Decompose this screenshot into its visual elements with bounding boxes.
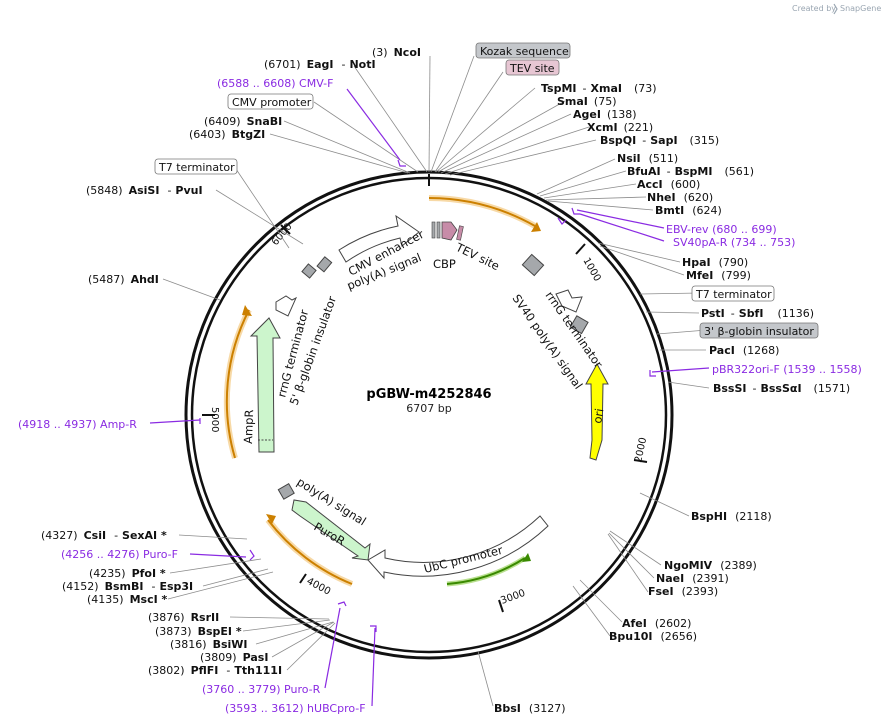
site-bsphi: BspHI(2118)	[691, 510, 772, 523]
site-pasi: (3809)PasI	[200, 651, 268, 664]
site-fsei: FseI(2393)	[648, 585, 718, 598]
site-asisi-pvui: (5848)AsiSI-PvuI	[86, 184, 203, 197]
site-ncoi: (3)NcoI	[372, 46, 421, 59]
site-ahdi: (5487)AhdI	[88, 273, 159, 286]
credit-brand: SnapGene	[840, 4, 881, 13]
ampr-arrow	[249, 317, 281, 453]
site-bmti: BmtI(624)	[655, 204, 722, 217]
primer-puro-f: (4256 .. 4276) Puro-F	[61, 548, 178, 561]
plasmid-size: 6707 bp	[406, 402, 451, 415]
plasmid-name: pGBW-m4252846	[366, 387, 491, 402]
site-psti-sbfi: PstI-SbfI(1136)	[701, 307, 814, 320]
primer-hubcpro-f: (3593 .. 3612) hUBCpro-F	[225, 702, 366, 715]
site-btgzi: (6403)BtgZI	[189, 128, 265, 141]
svg-text:Kozak sequence: Kozak sequence	[480, 45, 569, 58]
site-paci: PacI(1268)	[709, 344, 779, 357]
polya-left-box	[277, 482, 295, 500]
boxed-label-t7-left: T7 terminator	[154, 158, 238, 175]
tick-marks	[202, 174, 648, 613]
cbp-arrow	[441, 221, 458, 241]
site-acci: AccI(600)	[637, 178, 700, 191]
site-bfuai-bspmi: BfuAI-BspMI(561)	[627, 165, 754, 178]
site-mfei: MfeI(799)	[686, 269, 751, 282]
tick-label-2000: 2000	[633, 436, 649, 463]
ori-arrow	[585, 362, 609, 461]
kozak-bar-2	[436, 221, 441, 239]
primer-puro-r: (3760 .. 3779) Puro-R	[202, 683, 321, 696]
site-bsssi: BssSI-BssSαI(1571)	[713, 382, 850, 395]
site-xcmi: XcmI(221)	[587, 121, 653, 134]
feature-tev-site: TEV site	[453, 240, 502, 273]
tev-site-box	[456, 225, 464, 241]
leader-lines	[162, 55, 710, 707]
tick-label-1000: 1000	[580, 256, 602, 284]
site-nsii: NsiI(511)	[617, 152, 678, 165]
tick-4000	[299, 573, 307, 584]
tick-label-5000: 5000	[209, 407, 220, 432]
site-tspmi-xmai: TspMI-XmaI(73)	[541, 82, 657, 95]
feature-cbp: CBP	[433, 257, 456, 271]
site-msci: (4135)MscI *	[87, 593, 168, 606]
site-snabi: (6409)SnaBI	[204, 115, 282, 128]
site-agei: AgeI(138)	[573, 108, 637, 121]
primer-sv40pa-r: SV40pA-R (734 .. 753)	[673, 236, 795, 249]
primer-cmv-f: (6588 .. 6608) CMV-F	[217, 77, 333, 90]
feature-ampr: AmpR	[241, 409, 256, 444]
orf-arc-top-head	[531, 222, 541, 232]
svg-text:T7 terminator: T7 terminator	[695, 288, 772, 301]
primer-amp-r: (4918 .. 4937) Amp-R	[18, 418, 137, 431]
boxed-label-kozak: Kozak sequence	[475, 42, 571, 59]
kozak-bar-1	[431, 221, 436, 239]
primer-ebv-rev: EBV-rev (680 .. 699)	[666, 223, 777, 236]
svg-text:T7 terminator: T7 terminator	[158, 161, 235, 174]
site-pfoi: (4235)PfoI *	[89, 567, 166, 580]
boxed-label-t7-right: T7 terminator	[691, 285, 775, 302]
site-bsmbi-esp3i: (4152)BsmBI-Esp3I	[62, 580, 193, 593]
beta-globin-right-box	[569, 315, 589, 335]
cmv-enhancer-arrow	[338, 214, 420, 263]
svg-text:3' β-globin insulator: 3' β-globin insulator	[704, 325, 814, 338]
site-ngomiv: NgoMIV(2389)	[664, 559, 757, 572]
boxed-label-beta-globin: 3' β-globin insulator	[699, 322, 819, 339]
site-csii-sexai: (4327)CsiI-SexAI *	[41, 529, 167, 542]
tick-3000	[498, 599, 504, 613]
boxed-label-tev: TEV site	[505, 59, 560, 76]
site-afei: AfeI(2602)	[622, 617, 691, 630]
rrng-left-arrow	[275, 295, 298, 317]
polya-signal-top-box	[301, 263, 317, 279]
svg-text:CMV promoter: CMV promoter	[232, 96, 312, 109]
tick-label-4000: 4000	[305, 576, 333, 598]
svg-text:TEV site: TEV site	[509, 62, 555, 75]
site-bpu10i: Bpu10I(2656)	[609, 630, 697, 643]
site-hpai: HpaI(790)	[682, 256, 748, 269]
tick-2000	[633, 459, 648, 463]
site-eagi-noti: (6701)EagI-NotI	[264, 58, 376, 71]
site-bspei: (3873)BspEI *	[155, 625, 242, 638]
tick-6000	[280, 224, 291, 235]
site-bsiwi: (3816)BsiWI	[170, 638, 248, 651]
credit-prefix: Created by	[792, 4, 836, 13]
site-bspqi-sapi: BspQI-SapI(315)	[600, 134, 719, 147]
tick-label-3000: 3000	[499, 588, 527, 607]
rrng-right-arrow	[555, 289, 583, 313]
feature-ori: ori	[590, 407, 606, 424]
site-rsrii: (3876)RsrII	[148, 611, 219, 624]
ubc-promoter-arrow	[367, 515, 549, 580]
puror-arrow	[291, 499, 371, 561]
site-smai: SmaI(75)	[557, 95, 617, 108]
tick-1000	[575, 243, 586, 255]
sv40-polya-box	[521, 253, 545, 277]
primer-pbr322ori-f: pBR322ori-F (1539 .. 1558)	[712, 363, 862, 376]
site-bbsi: BbsI(3127)	[494, 702, 565, 715]
cmv-small-box	[316, 256, 333, 273]
boxed-label-cmv-promoter: CMV promoter	[227, 93, 314, 110]
snapgene-logo-icon	[833, 3, 838, 15]
site-pflfi-tth111i: (3802)PflFI-Tth111I	[148, 664, 282, 677]
primer-lines	[149, 88, 710, 707]
site-nhei: NheI(620)	[647, 191, 713, 204]
site-naei: NaeI(2391)	[656, 572, 729, 585]
